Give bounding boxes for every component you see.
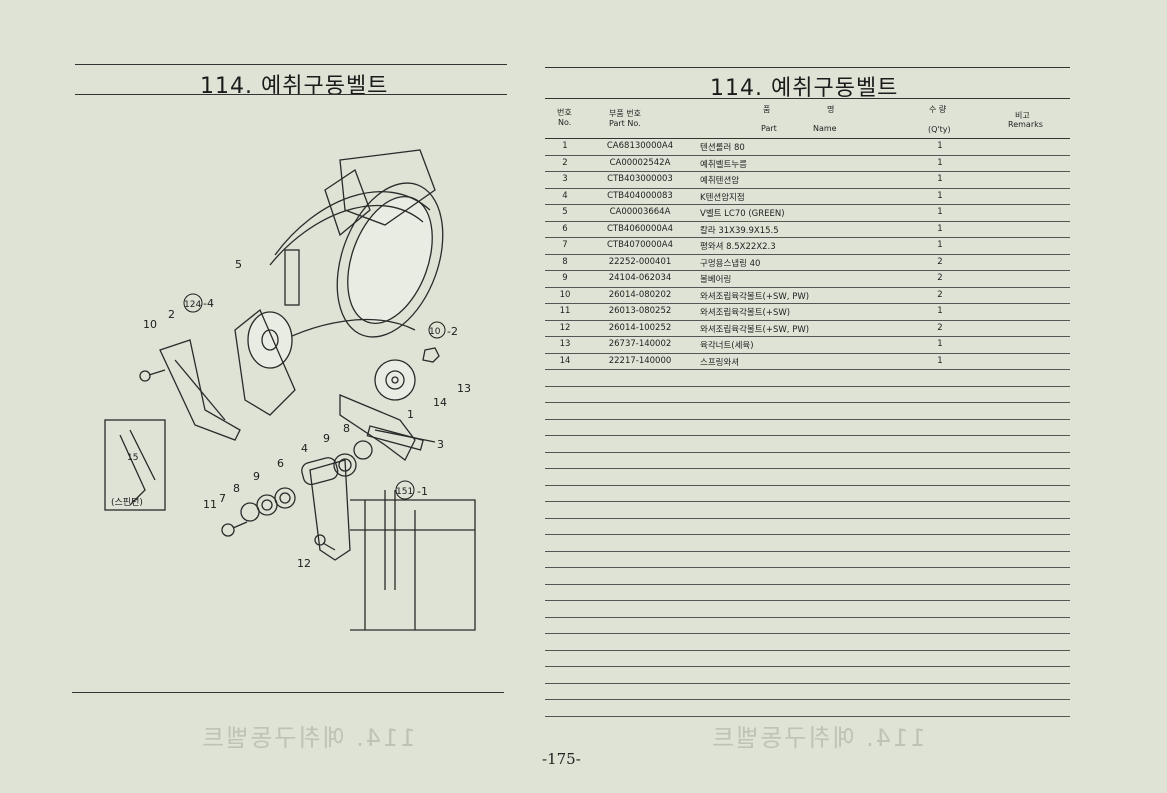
callout-9-upper: 9	[323, 432, 330, 445]
callout-3: 3	[437, 438, 444, 451]
inset-label: (스핀턴)	[111, 497, 143, 508]
callout-124-suffix: -4	[203, 297, 214, 310]
callout-5: 5	[235, 258, 242, 271]
callout-10-bolt: 10	[143, 318, 157, 331]
empty-row	[545, 684, 1070, 700]
header-qty-en: (Q'ty)	[928, 125, 951, 134]
callout-15: 15	[127, 453, 138, 463]
empty-row	[545, 618, 1070, 634]
empty-row	[545, 453, 1070, 469]
callout-8-upper: 8	[343, 422, 350, 435]
callout-10-suffix: -2	[447, 325, 458, 338]
empty-row	[545, 370, 1070, 387]
empty-row	[545, 552, 1070, 568]
table-header: 번호 No. 부품 번호 Part No. 품 명 Part Name 수 량 …	[545, 102, 1070, 139]
empty-row	[545, 486, 1070, 502]
callout-124: 124	[184, 300, 201, 310]
right-page-title: 114. 예취구동벨트	[710, 76, 899, 101]
title-bottom-rule	[545, 98, 1070, 99]
parts-table: 번호 No. 부품 번호 Part No. 품 명 Part Name 수 량 …	[545, 102, 1070, 717]
empty-row	[545, 568, 1070, 585]
header-name-ko-1: 품	[763, 105, 771, 114]
empty-row	[545, 601, 1070, 618]
callout-151-suffix: -1	[417, 485, 428, 498]
left-page-title: 114. 예취구동벨트	[200, 74, 389, 99]
header-name-en-1: Part	[761, 124, 777, 133]
empty-row	[545, 436, 1070, 453]
empty-row	[545, 667, 1070, 684]
callout-11: 11	[203, 498, 217, 511]
callout-10-circled: 10	[429, 327, 441, 337]
header-no-en: No.	[558, 118, 572, 127]
left-page: 114. 예취구동벨트	[0, 0, 520, 793]
header-qty-ko: 수 량	[929, 105, 947, 114]
empty-row	[545, 519, 1070, 535]
callout-9-lower: 9	[253, 470, 260, 483]
header-remarks-en: Remarks	[1008, 120, 1043, 129]
bleed-through-text: 114. 예취구동벨트	[710, 724, 926, 752]
title-top-rule	[75, 64, 507, 65]
empty-row	[545, 420, 1070, 436]
empty-row	[545, 700, 1070, 717]
empty-row	[545, 585, 1070, 601]
empty-row	[545, 535, 1070, 552]
callout-4: 4	[301, 442, 308, 455]
header-pn-ko: 부품 번호	[609, 109, 641, 118]
empty-row	[545, 651, 1070, 667]
callout-6: 6	[277, 457, 284, 470]
empty-row	[545, 502, 1070, 519]
empty-row	[545, 469, 1070, 486]
header-no-ko: 번호	[557, 108, 572, 117]
title-bottom-rule	[75, 94, 507, 95]
empty-row	[545, 634, 1070, 651]
empty-row	[545, 387, 1070, 403]
callout-7: 7	[219, 492, 226, 505]
callout-8-lower: 8	[233, 482, 240, 495]
header-name-ko-2: 명	[827, 105, 835, 114]
bleed-through-text: 114. 예취구동벨트	[200, 724, 416, 752]
page-number: -175-	[542, 750, 581, 768]
header-pn-en: Part No.	[609, 119, 641, 128]
title-top-rule	[545, 67, 1070, 68]
callout-13: 13	[457, 382, 471, 395]
callout-2: 2	[168, 308, 175, 321]
left-bottom-rule	[72, 692, 504, 693]
header-name-en-2: Name	[813, 124, 837, 133]
callout-12: 12	[297, 557, 311, 570]
right-page: 114. 예취구동벨트 번호 No. 부품 번호 Part No. 품 명 Pa…	[520, 0, 1167, 793]
empty-row	[545, 403, 1070, 420]
callout-14: 14	[433, 396, 447, 409]
header-remarks-ko: 비고	[1015, 111, 1030, 120]
callout-151: 151	[396, 487, 413, 497]
callout-1: 1	[407, 408, 414, 421]
exploded-parts-diagram: 5 124 -4 10 2 10 -2 13 14 1 8 9 3 4 6 9 …	[85, 130, 505, 650]
